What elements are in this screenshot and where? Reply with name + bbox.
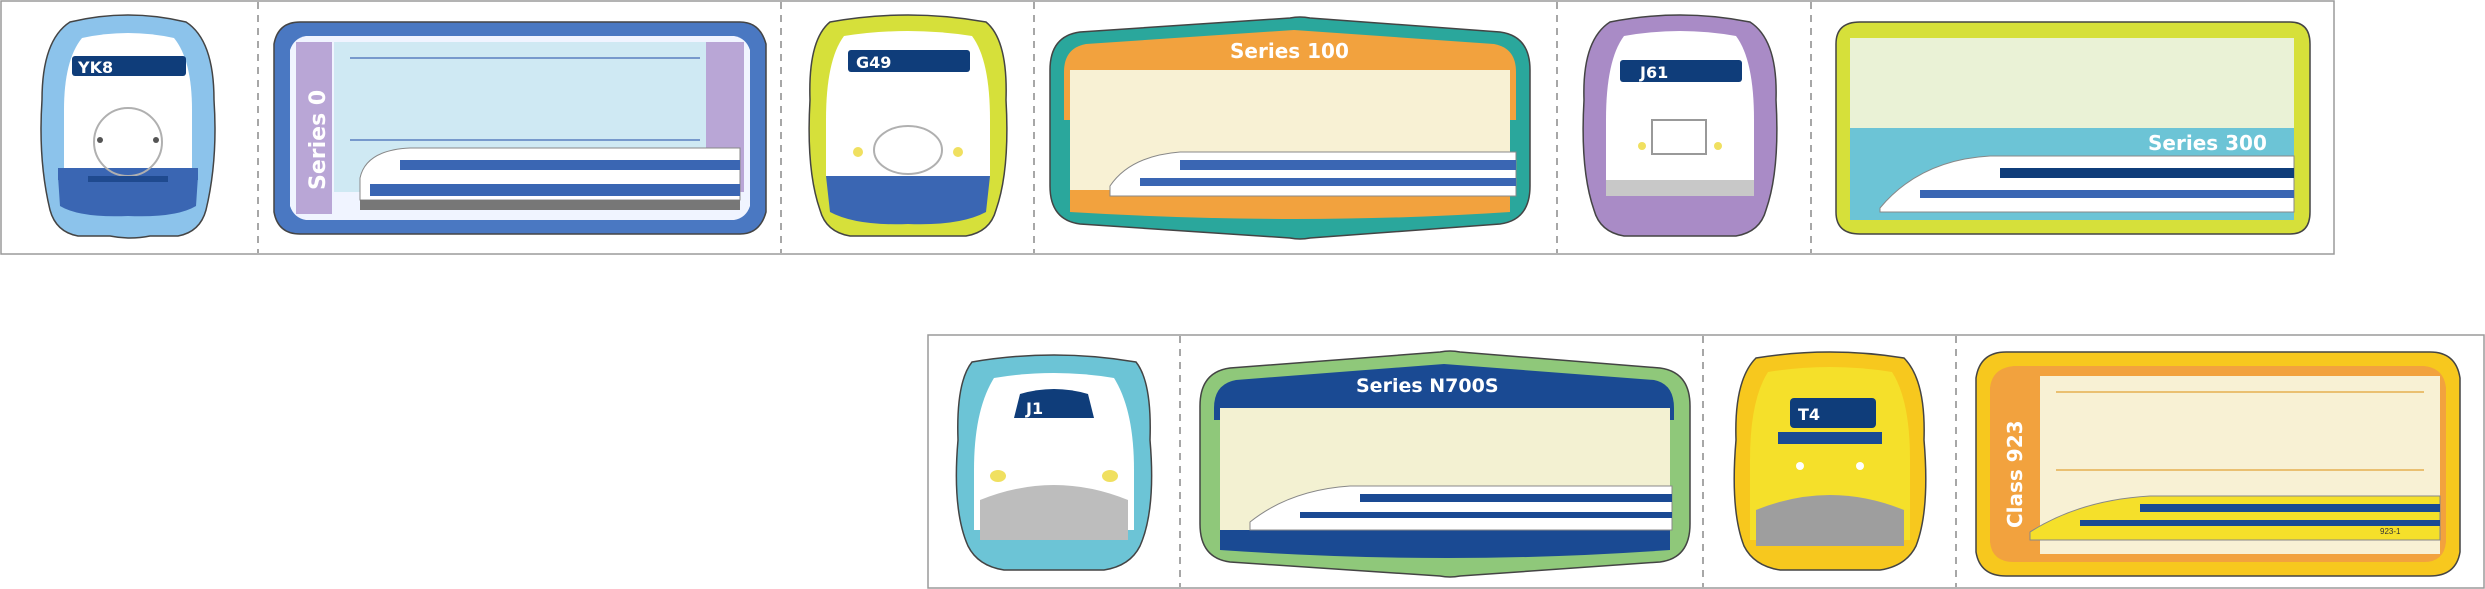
sticker-j1-head: J1 — [955, 354, 1153, 571]
g49-number: G49 — [856, 53, 891, 72]
sticker-n700s-label: Series N700S — [1199, 350, 1691, 578]
series0-label-text: Series 0 — [306, 90, 331, 190]
n700s-train — [1249, 485, 1673, 531]
sticker-t4-head: T4 — [1733, 351, 1927, 571]
class923-car-number: 923-1 — [2380, 527, 2401, 536]
sticker-series100-label: Series 100 — [1049, 16, 1531, 240]
j1-number: J1 — [1025, 399, 1043, 418]
class923-train: 923-1 — [2029, 495, 2441, 541]
yk8-number-plate — [74, 57, 118, 75]
series0-train — [359, 147, 741, 210]
sticker-j61-head: J61 — [1582, 14, 1778, 237]
sticker-class923-label: Class 923 923-1 — [1975, 351, 2461, 577]
yk8-number: YK8 — [77, 58, 113, 77]
series100-label-text: Series 100 — [1230, 39, 1349, 63]
top-strip-cut-lines — [257, 2, 1812, 253]
sticker-yk8-head: YK8 — [40, 14, 216, 239]
series300-train — [1879, 155, 2295, 213]
series100-train — [1109, 151, 1517, 197]
n700s-label-text: Series N700S — [1356, 375, 1499, 397]
t4-number: T4 — [1798, 405, 1820, 424]
series300-label-text: Series 300 — [2148, 131, 2267, 155]
sticker-g49-head: G49 — [808, 14, 1008, 237]
bottom-strip-cut-lines — [1179, 336, 1957, 587]
sticker-series300-label: Series 300 — [1835, 21, 2311, 235]
j61-number: J61 — [1639, 63, 1668, 82]
class923-label-text: Class 923 — [2003, 420, 2027, 528]
sticker-series0-label: Series 0 — [273, 21, 767, 235]
